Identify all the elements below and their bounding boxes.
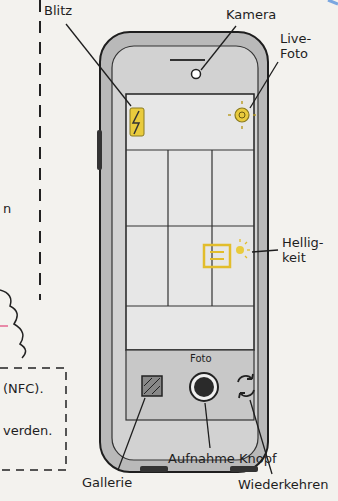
dashed-margin <box>39 0 41 300</box>
part-label: Kamera <box>226 8 276 23</box>
screen <box>126 94 254 350</box>
camera-lens <box>192 70 201 79</box>
control-bar <box>126 350 254 420</box>
brightness-icon <box>204 239 250 267</box>
switch-icon <box>238 374 254 398</box>
part-label: Aufnahme Knopf <box>168 452 277 467</box>
blue-mark <box>328 0 338 4</box>
dashed-box <box>0 368 66 470</box>
part-label: Hellig- keit <box>282 236 332 266</box>
grid <box>126 150 254 306</box>
bottom-button <box>140 466 168 472</box>
part-label: Foto <box>190 353 212 365</box>
part-label: Live- Foto <box>280 32 326 62</box>
leader-lines <box>66 24 278 474</box>
side-button <box>97 130 102 170</box>
part-label: Wiederkehren <box>238 478 328 493</box>
gallery-icon <box>142 376 162 396</box>
flash-icon <box>130 108 144 136</box>
phone-face <box>112 46 258 460</box>
cloud-border <box>0 290 26 358</box>
bottom-button <box>230 466 258 472</box>
speaker <box>170 59 205 61</box>
part-label: verden. <box>3 424 52 439</box>
part-label: (NFC). <box>3 382 44 397</box>
shutter-button <box>190 373 218 401</box>
pink-mark <box>0 325 8 327</box>
part-label: Blitz <box>44 4 72 19</box>
part-label: Gallerie <box>82 476 132 491</box>
part-label: n <box>3 202 11 217</box>
